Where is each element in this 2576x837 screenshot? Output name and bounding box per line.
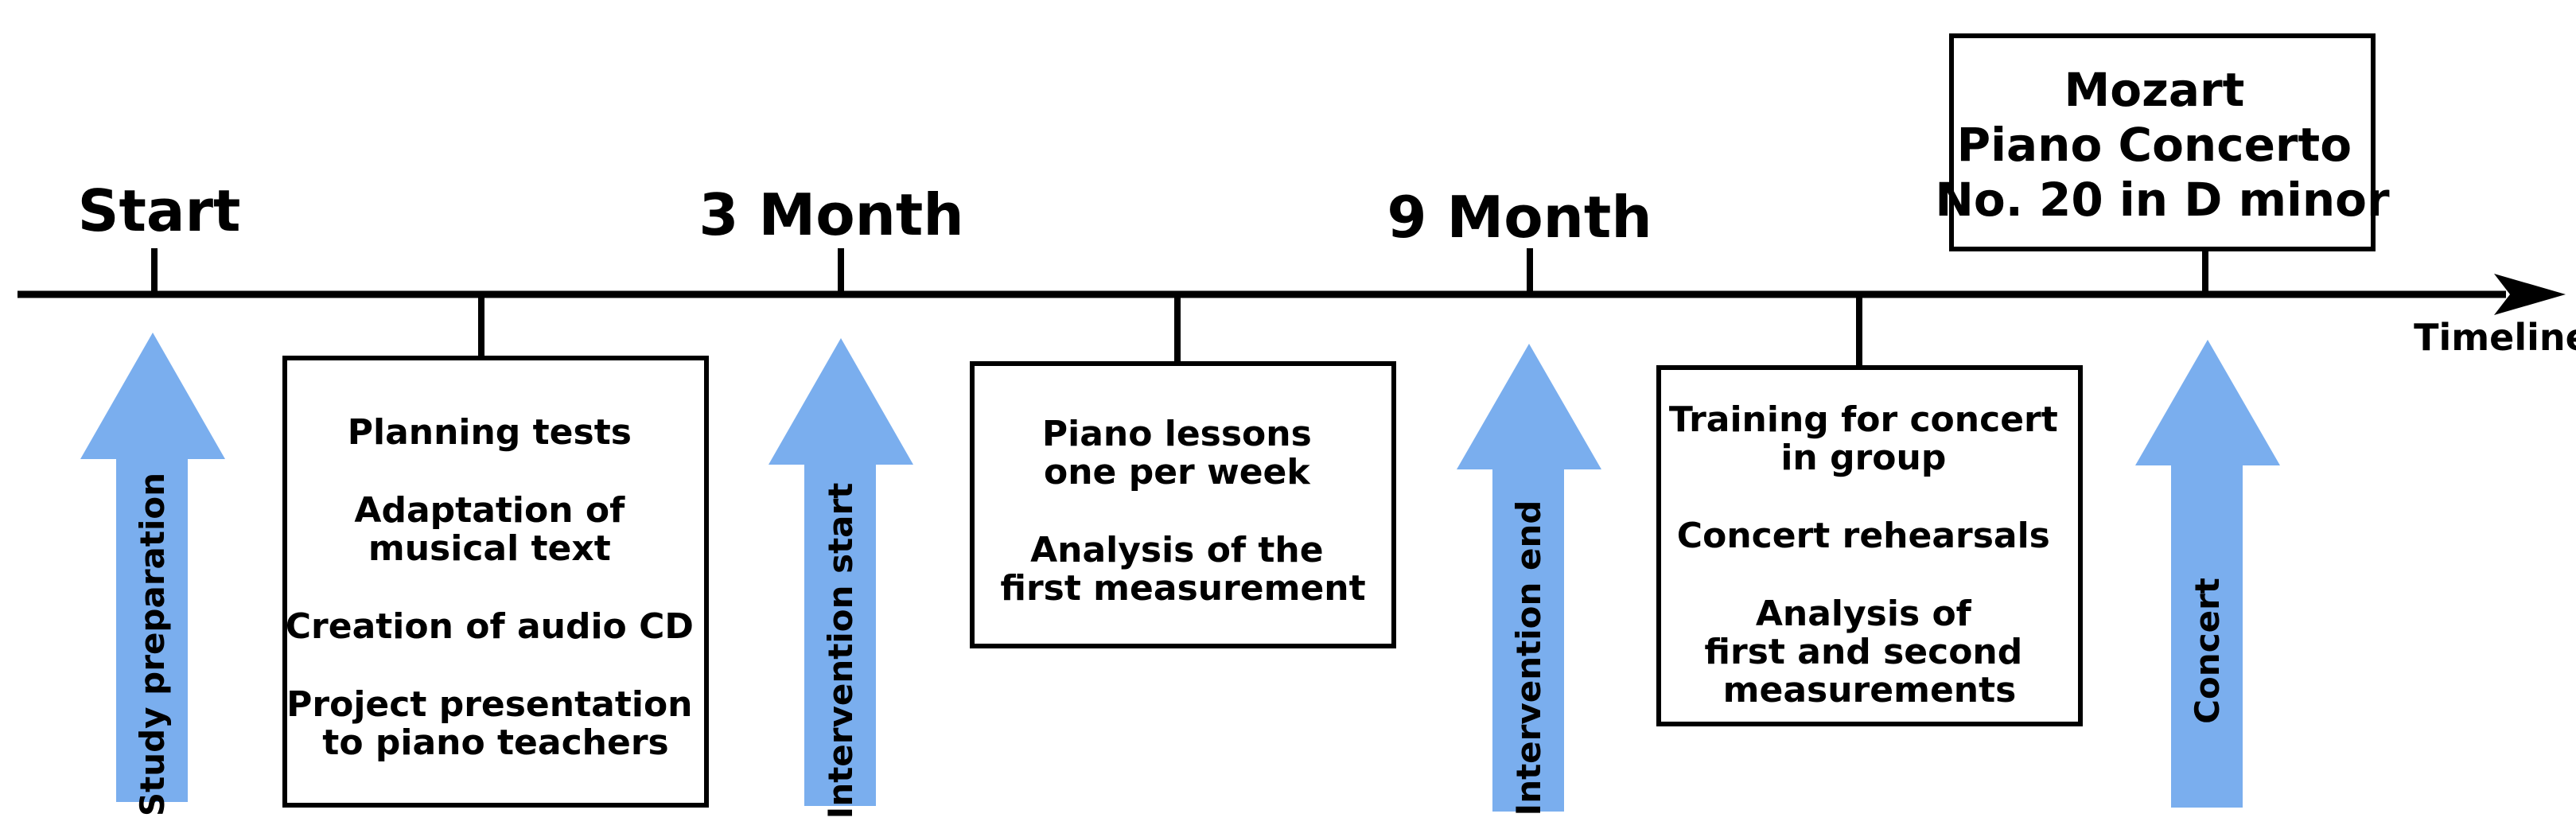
concert-piece-text: Mozart Piano Concerto No. 20 in D minor	[1935, 63, 2390, 227]
concert-piece-line-3: No. 20 in D minor	[1935, 173, 2390, 227]
timeline-arrowhead-icon	[2494, 274, 2566, 315]
phase-arrow-label-study-preparation: Study preparation	[133, 473, 172, 816]
activity-box-2	[970, 361, 1396, 648]
timeline-label: Timeline	[2414, 316, 2576, 359]
activity-box-3	[1656, 365, 2083, 726]
concert-piece-box	[1949, 33, 2376, 251]
milestone-label-start: Start	[78, 177, 241, 244]
phase-arrow-label-intervention-start: Intervention start	[821, 483, 860, 819]
activity-box-1-text: Planning tests Adaptation of musical tex…	[286, 412, 706, 763]
activity-box-1	[282, 356, 709, 808]
phase-arrow-study-preparation: Study preparation	[80, 333, 225, 816]
concert-piece-line-2: Piano Concerto	[1957, 118, 2352, 172]
activity-box-2-text: Piano lessons one per week Analysis of t…	[1000, 414, 1365, 609]
milestone-label-3-month: 3 Month	[698, 181, 963, 248]
activity-box-3-text: Training for concert in group Concert re…	[1669, 399, 2070, 710]
concert-piece-line-1: Mozart	[2064, 63, 2245, 117]
phase-arrow-concert: Concert	[2135, 340, 2280, 808]
phase-arrow-label-concert: Concert	[2188, 578, 2227, 724]
milestone-label-9-month: 9 Month	[1387, 184, 1652, 251]
phase-arrow-label-intervention-end: Intervention end	[1509, 500, 1548, 816]
phase-arrow-intervention-end: Intervention end	[1457, 344, 1601, 816]
phase-arrow-intervention-start: Intervention start	[769, 338, 913, 819]
